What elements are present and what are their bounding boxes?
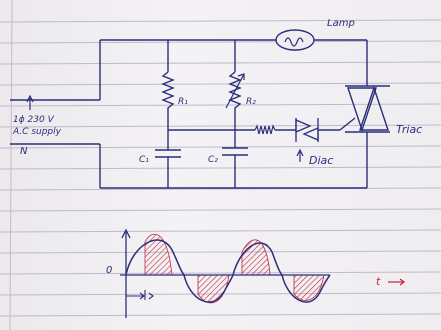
resistor-r1 xyxy=(161,71,175,112)
c2-label: C₂ xyxy=(208,155,218,165)
circuit-wires xyxy=(10,39,368,189)
supply-arrow-icon xyxy=(26,94,34,110)
variable-arrow-icon xyxy=(225,73,245,109)
firing-angle-marker xyxy=(126,290,154,300)
c1-label: C₁ xyxy=(139,155,149,165)
diac-symbol xyxy=(295,118,319,142)
supply-type-label: A.C supply xyxy=(12,127,62,137)
series-resistor xyxy=(254,124,276,135)
lamp-symbol xyxy=(275,29,315,51)
sine-wave xyxy=(125,239,331,303)
diac-arrow-icon xyxy=(296,148,304,162)
wave-t-label: t xyxy=(376,275,381,288)
resistor-r2 xyxy=(228,71,242,112)
wave-zero-label: 0 xyxy=(106,265,112,276)
neutral-label: N xyxy=(20,146,28,157)
supply-phase-label: 1ϕ 230 V xyxy=(13,115,55,125)
r2-label: R₂ xyxy=(246,97,256,107)
ruled-lines xyxy=(0,19,441,317)
lamp-label: Lamp xyxy=(327,18,355,29)
triac-label: Triac xyxy=(396,123,422,136)
triac-symbol xyxy=(345,85,390,133)
margin-line xyxy=(9,0,13,330)
r1-label: R₁ xyxy=(178,97,188,107)
diac-label: Diac xyxy=(309,154,333,167)
time-arrow-icon xyxy=(388,278,405,286)
conduction-hatch xyxy=(144,233,325,304)
